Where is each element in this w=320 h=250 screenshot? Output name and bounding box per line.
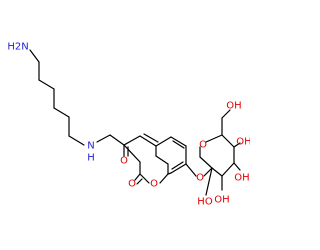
hydroxyl-label: OH xyxy=(236,137,250,148)
amide-hydrogen-label: H xyxy=(87,153,95,164)
bond xyxy=(185,163,197,177)
bond xyxy=(221,109,231,119)
hydroxyl-label: HO xyxy=(197,197,213,208)
bond xyxy=(221,162,235,177)
bond xyxy=(143,133,159,143)
bond xyxy=(170,163,187,174)
bond xyxy=(199,156,213,169)
bond xyxy=(167,172,172,175)
bond xyxy=(38,79,55,90)
bond xyxy=(172,140,185,149)
hydroxyl-label: OH xyxy=(226,101,241,112)
structure-canvas: H2N N H O O O O O OH OH OH OH HO xyxy=(7,42,250,208)
bond xyxy=(109,134,125,146)
hydroxyl-label: OH xyxy=(234,173,249,184)
bond xyxy=(170,136,187,147)
hydroxyl-label: OH xyxy=(214,195,229,206)
bond xyxy=(233,162,241,171)
bond xyxy=(123,135,141,146)
amide-oxygen-label: O xyxy=(120,156,128,167)
bond xyxy=(139,173,150,184)
bond xyxy=(155,155,169,165)
bond xyxy=(53,107,70,118)
bond xyxy=(68,135,85,146)
bond xyxy=(139,135,157,147)
bond xyxy=(134,173,141,181)
lactone-carbonyl-oxygen-label: O xyxy=(128,179,136,190)
coumarin-ring-oxygen-label: O xyxy=(150,179,158,190)
bonds xyxy=(29,49,241,196)
bond xyxy=(205,167,213,196)
sugar-ring-oxygen-label: O xyxy=(199,140,207,151)
bond xyxy=(203,167,213,177)
bond xyxy=(159,173,169,184)
bond xyxy=(96,134,111,143)
bond xyxy=(123,144,141,163)
bond xyxy=(136,178,143,185)
ether-oxygen-label: O xyxy=(196,173,204,184)
bond xyxy=(221,134,235,148)
bond xyxy=(171,161,184,170)
bond xyxy=(233,142,241,148)
chemical-structure: H2N N H O O O O O OH OH OH OH HO xyxy=(7,42,250,208)
amide-nitrogen-label: N xyxy=(87,141,94,152)
bond xyxy=(211,167,223,177)
amine-label: H2N xyxy=(7,42,28,53)
atom-labels: H2N N H O O O O O OH OH OH OH HO xyxy=(7,42,250,208)
bond xyxy=(29,49,40,63)
bond xyxy=(205,134,223,143)
bond xyxy=(155,136,172,147)
